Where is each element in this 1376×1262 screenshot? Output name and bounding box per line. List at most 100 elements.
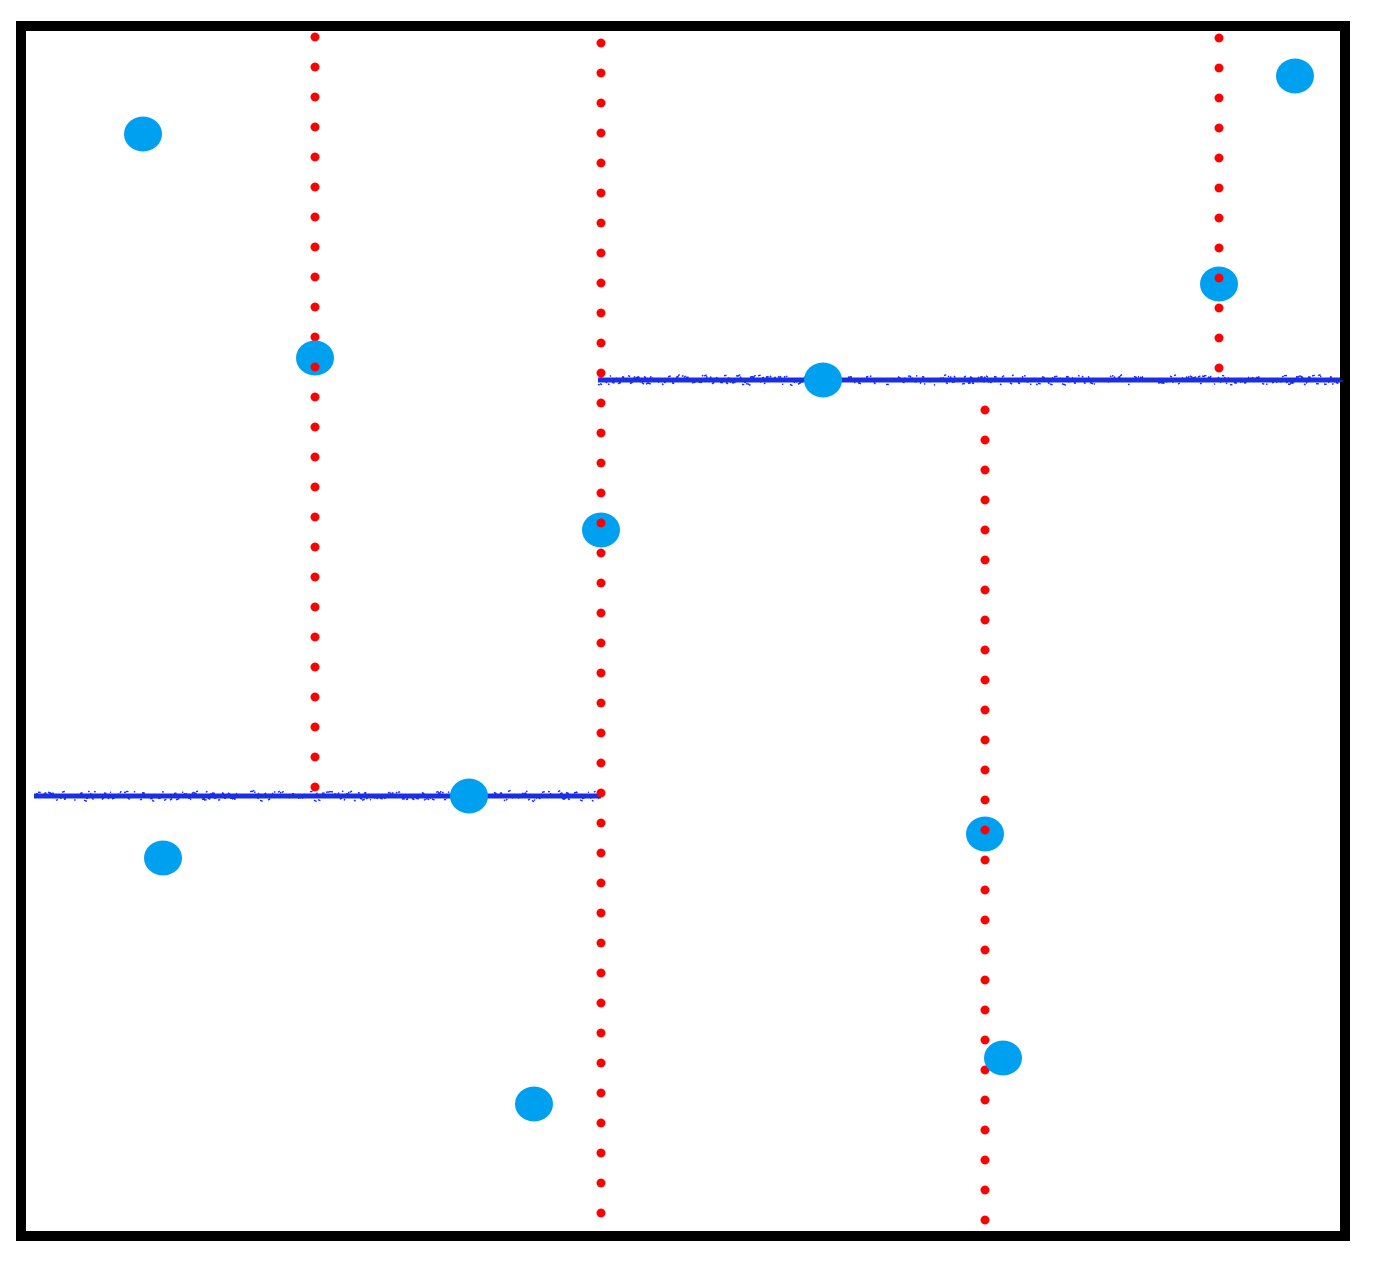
split-dot xyxy=(596,98,606,108)
split-dot xyxy=(596,278,606,288)
split-dot xyxy=(310,242,320,252)
data-point-p3 xyxy=(582,512,620,548)
data-point-p7 xyxy=(450,778,488,814)
split-dot xyxy=(596,1178,606,1188)
split-dot xyxy=(980,975,990,985)
data-point-p6 xyxy=(1276,58,1314,94)
split-dot xyxy=(596,38,606,48)
split-dot xyxy=(980,1035,990,1045)
split-dot xyxy=(980,1005,990,1015)
split-dot xyxy=(980,675,990,685)
split-dot xyxy=(596,668,606,678)
data-point-p5 xyxy=(1200,266,1238,302)
data-point-p4 xyxy=(804,362,842,398)
split-dot xyxy=(596,878,606,888)
split-dot xyxy=(980,945,990,955)
split-dot xyxy=(596,368,606,378)
split-dot xyxy=(980,1125,990,1135)
split-dot xyxy=(310,92,320,102)
split-dot xyxy=(1214,183,1224,193)
data-point-p11 xyxy=(984,1040,1022,1076)
split-dot xyxy=(310,542,320,552)
split-dot xyxy=(596,908,606,918)
split-dot xyxy=(1214,93,1224,103)
split-dot xyxy=(310,272,320,282)
split-dot xyxy=(596,938,606,948)
split-noise xyxy=(597,374,1344,387)
split-dot xyxy=(596,578,606,588)
split-dot xyxy=(980,585,990,595)
split-dot xyxy=(1214,33,1224,43)
split-dot xyxy=(596,1088,606,1098)
split-dot xyxy=(1214,303,1224,313)
split-dot xyxy=(596,1148,606,1158)
split-dot xyxy=(980,735,990,745)
split-dot xyxy=(310,572,320,582)
split-dot xyxy=(310,362,320,372)
split-dot xyxy=(596,758,606,768)
split-dot xyxy=(596,188,606,198)
split-dot xyxy=(310,182,320,192)
split-dot xyxy=(596,488,606,498)
split-dot xyxy=(980,495,990,505)
data-point-p2 xyxy=(296,340,334,376)
points-layer xyxy=(124,58,1314,1122)
split-dot xyxy=(1214,153,1224,163)
split-line-v1 xyxy=(310,32,320,792)
split-dot xyxy=(596,968,606,978)
split-dot xyxy=(310,632,320,642)
split-dot xyxy=(1214,243,1224,253)
split-line-v4 xyxy=(1214,33,1224,373)
split-dot xyxy=(596,788,606,798)
split-dot xyxy=(1214,123,1224,133)
data-point-p1 xyxy=(124,116,162,152)
split-dot xyxy=(596,608,606,618)
split-dot xyxy=(596,398,606,408)
split-dot xyxy=(310,392,320,402)
split-dot xyxy=(596,998,606,1008)
split-dot xyxy=(310,32,320,42)
split-dot xyxy=(596,158,606,168)
split-dot xyxy=(596,1118,606,1128)
split-dot xyxy=(980,885,990,895)
split-dot xyxy=(1214,363,1224,373)
split-dot xyxy=(596,68,606,78)
split-dot xyxy=(310,602,320,612)
split-dots-overlay xyxy=(310,273,1224,835)
split-dot xyxy=(596,308,606,318)
split-dot xyxy=(980,825,990,835)
split-dot xyxy=(310,452,320,462)
split-dot xyxy=(310,752,320,762)
split-dot xyxy=(596,1208,606,1218)
split-dot xyxy=(980,525,990,535)
split-dot xyxy=(980,435,990,445)
split-dot xyxy=(310,122,320,132)
split-dot xyxy=(1214,273,1224,283)
split-dot xyxy=(310,212,320,222)
split-dot xyxy=(980,465,990,475)
data-point-p9 xyxy=(515,1086,553,1122)
split-dot xyxy=(310,662,320,672)
split-dot xyxy=(980,1155,990,1165)
data-point-p8 xyxy=(144,840,182,876)
split-dot xyxy=(596,848,606,858)
split-dot xyxy=(980,765,990,775)
split-dot xyxy=(980,855,990,865)
split-dot xyxy=(596,248,606,258)
split-dot xyxy=(310,692,320,702)
split-dot xyxy=(980,795,990,805)
split-dot xyxy=(1214,213,1224,223)
split-dot xyxy=(310,302,320,312)
split-dot xyxy=(980,705,990,715)
split-dot xyxy=(310,512,320,522)
split-dot xyxy=(310,152,320,162)
split-dot xyxy=(310,422,320,432)
split-dot xyxy=(1214,63,1224,73)
split-dot xyxy=(980,615,990,625)
split-dot xyxy=(980,645,990,655)
split-dot xyxy=(980,555,990,565)
split-dot xyxy=(596,1058,606,1068)
split-dot xyxy=(310,482,320,492)
split-dot xyxy=(596,1028,606,1038)
split-dot xyxy=(980,405,990,415)
